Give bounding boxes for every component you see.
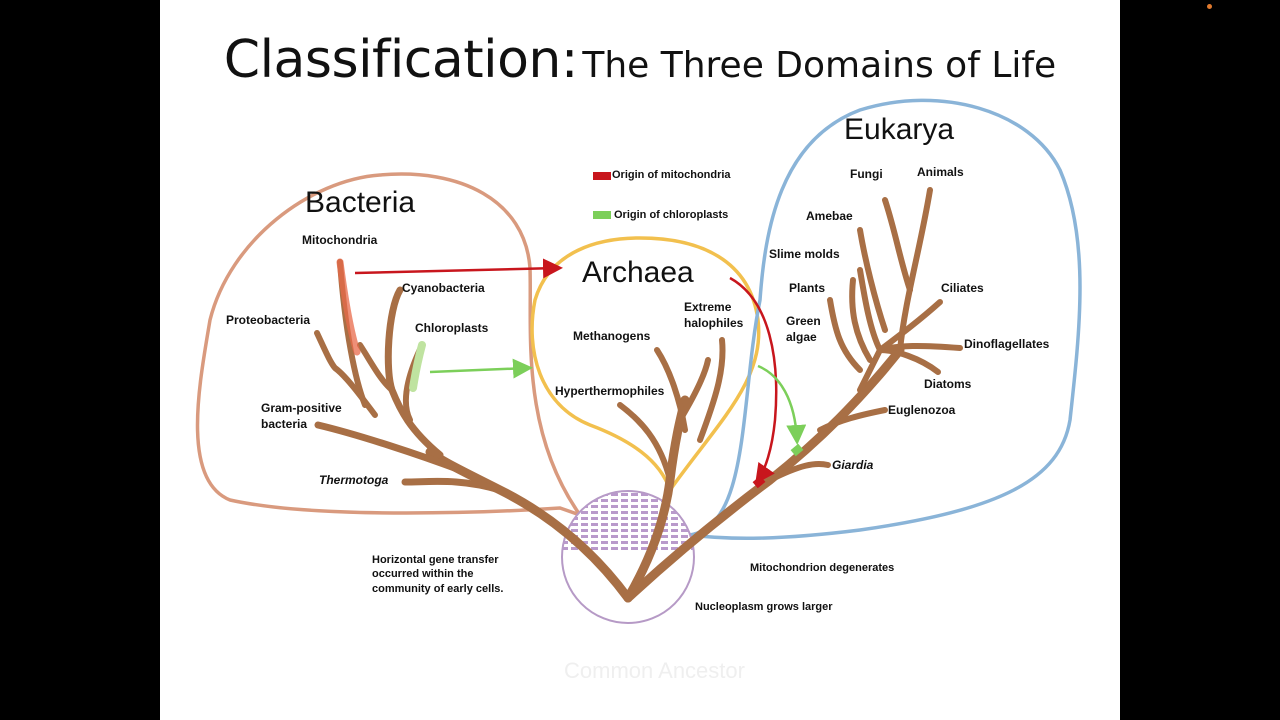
label-plants: Plants [789, 281, 825, 295]
recording-indicator-dot [1207, 4, 1212, 9]
domain-label-bacteria: Bacteria [305, 186, 415, 219]
legend-mitochondria-label: Origin of mitochondria [612, 169, 731, 181]
label-animals: Animals [917, 165, 964, 179]
legend-chloroplasts-label: Origin of chloroplasts [614, 209, 728, 221]
domain-label-archaea: Archaea [582, 256, 694, 289]
domain-label-eukarya: Eukarya [844, 113, 954, 146]
note-hgt-line3: community of early cells. [372, 583, 503, 595]
label-green-algae-line1: Green [786, 314, 821, 328]
bacteria-outline [195, 172, 585, 519]
legend-mitochondria-swatch [593, 172, 611, 180]
label-euglenozoa: Euglenozoa [888, 403, 956, 417]
label-cyanobacteria: Cyanobacteria [402, 281, 485, 295]
chloroplast-acquisition-mark [790, 443, 804, 457]
label-diatoms: Diatoms [924, 377, 972, 391]
label-hyperthermophiles: Hyperthermophiles [555, 384, 665, 398]
slide-title: Classification: The Three Domains of Lif… [160, 30, 1120, 90]
chloroplast-arrow-to-archaea [429, 358, 533, 379]
chloroplast-arrow-to-eukarya [757, 364, 807, 445]
label-proteobacteria: Proteobacteria [226, 313, 310, 327]
label-gram-positive-line1: Gram-positive [261, 401, 342, 415]
label-ciliates: Ciliates [941, 281, 984, 295]
chloroplast-lineage-bar [409, 341, 426, 392]
label-extreme-line1: Extreme [684, 300, 732, 314]
label-slime-molds: Slime molds [769, 247, 840, 261]
label-mitochondria: Mitochondria [302, 233, 378, 247]
note-hgt-line2: occurred within the [372, 568, 473, 580]
tree-of-life-diagram: Origin of mitochondria Origin of chlorop… [195, 98, 1082, 683]
mitochondria-acquisition-mark [752, 475, 766, 489]
note-hgt-line1: Horizontal gene transfer [372, 554, 499, 566]
label-extreme-line2: halophiles [684, 316, 744, 330]
label-chloroplasts: Chloroplasts [415, 321, 489, 335]
mitochondria-arrow-to-archaea [354, 258, 563, 279]
label-amebae: Amebae [806, 209, 853, 223]
mitochondria-arrow-to-eukarya [729, 276, 778, 485]
label-thermotoga: Thermotoga [319, 473, 389, 487]
legend-chloroplasts-swatch [593, 211, 611, 219]
label-methanogens: Methanogens [573, 329, 651, 343]
mitochondria-lineage-bar [336, 258, 361, 356]
label-green-algae-line2: algae [786, 330, 817, 344]
eukarya-outline [689, 98, 1082, 541]
title-main: Classification: [223, 30, 579, 90]
archaea-outline [530, 236, 761, 494]
title-sub: The Three Domains of Life [582, 45, 1057, 86]
note-mitochondrion-degenerates: Mitochondrion degenerates [750, 562, 894, 574]
slide: Classification: The Three Domains of Lif… [160, 0, 1120, 720]
note-nucleoplasm: Nucleoplasm grows larger [695, 601, 833, 613]
label-fungi: Fungi [850, 167, 883, 181]
ghost-common-ancestor-text: Common Ancestor [564, 658, 745, 683]
label-dinoflagellates: Dinoflagellates [964, 337, 1050, 351]
label-gram-positive-line2: bacteria [261, 417, 307, 431]
label-giardia: Giardia [832, 458, 874, 472]
